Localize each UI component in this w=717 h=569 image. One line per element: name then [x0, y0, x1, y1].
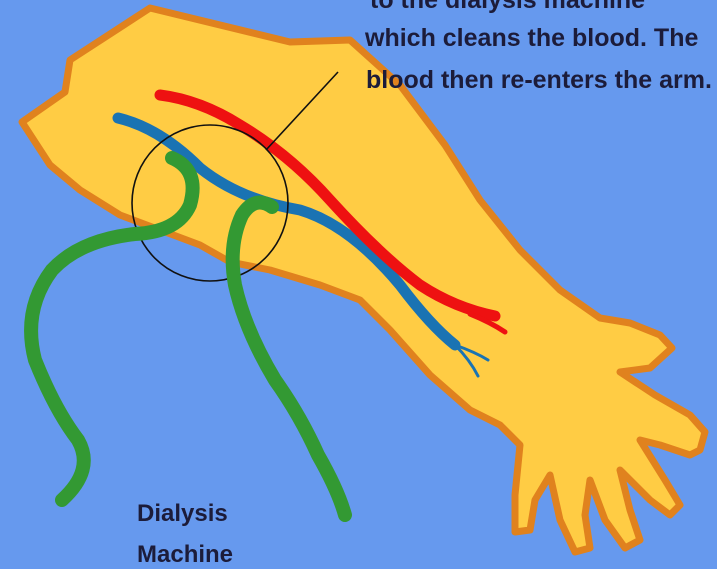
caption-line-3: blood then re-enters the arm.	[366, 66, 712, 94]
dialysis-machine-label: Dialysis Machine	[137, 500, 233, 568]
machine-label-line-1: Dialysis	[137, 500, 228, 527]
machine-label-line-2: Machine	[137, 541, 233, 568]
caption-text: to the dialysis machine which cleans the…	[364, 0, 712, 94]
caption-line-2: which cleans the blood. The	[364, 24, 698, 52]
caption-line-1: to the dialysis machine	[370, 0, 645, 14]
